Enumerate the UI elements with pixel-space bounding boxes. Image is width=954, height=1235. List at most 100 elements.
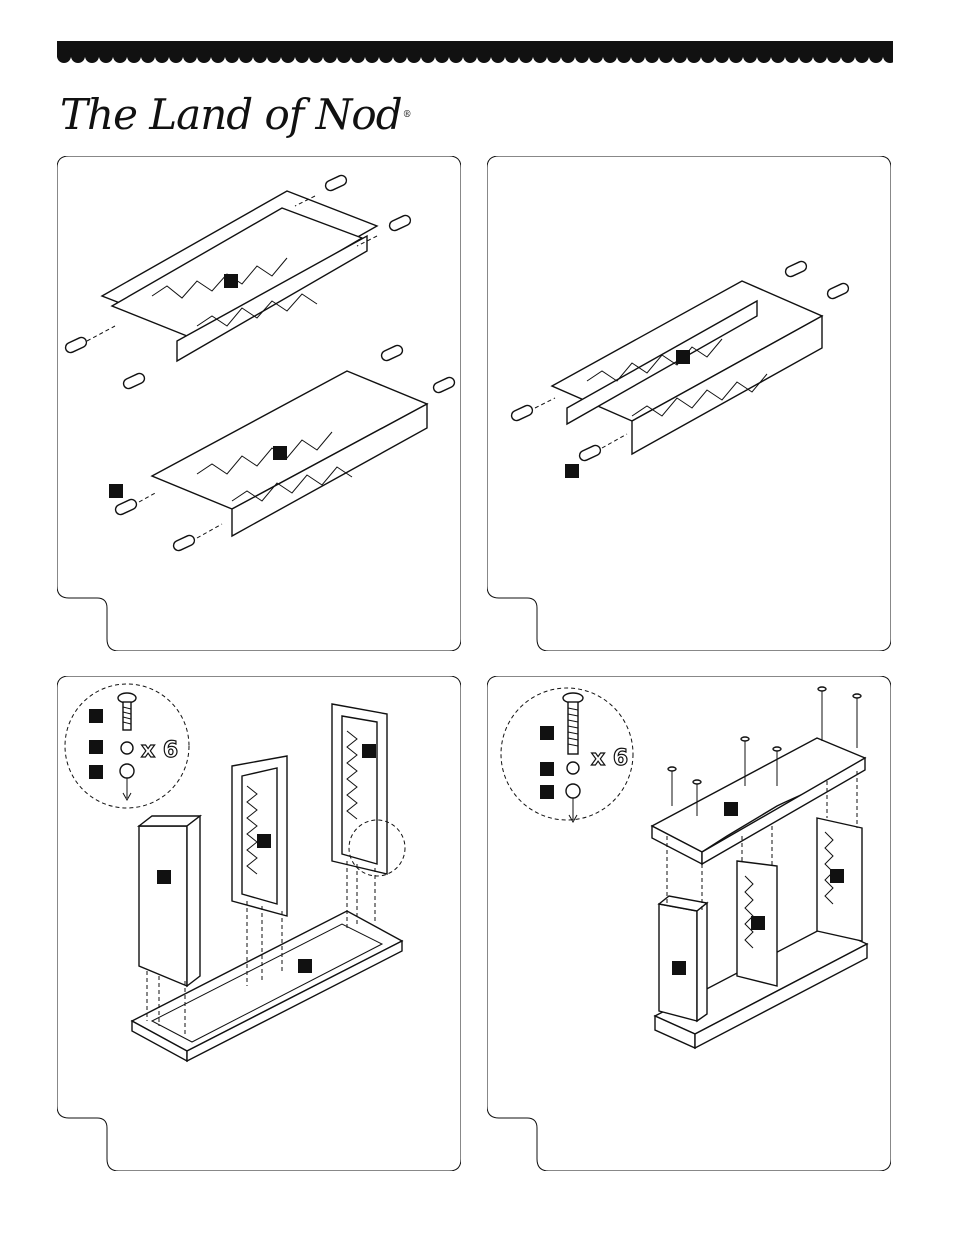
step-3-panel: x 6 bbox=[57, 676, 461, 1171]
scallop bbox=[659, 49, 673, 63]
scallop bbox=[169, 49, 183, 63]
scallop bbox=[253, 49, 267, 63]
scallop bbox=[477, 49, 491, 63]
scallop bbox=[617, 49, 631, 63]
scallop bbox=[547, 49, 561, 63]
scallop bbox=[85, 49, 99, 63]
part-label-marker bbox=[224, 274, 238, 288]
flat-washer-icon bbox=[566, 784, 580, 798]
scallop bbox=[393, 49, 407, 63]
scalloped-header-bar bbox=[57, 41, 893, 65]
divider-rack-right bbox=[332, 704, 387, 874]
rack-frame-upper bbox=[102, 191, 377, 361]
lock-washer-icon bbox=[121, 742, 133, 754]
scallop bbox=[323, 49, 337, 63]
rack-frame-assembled bbox=[552, 281, 822, 454]
screw-icon bbox=[118, 693, 136, 730]
scallop bbox=[421, 49, 435, 63]
scallop bbox=[533, 49, 547, 63]
scallop bbox=[785, 49, 799, 63]
lock-washer-marker bbox=[89, 740, 103, 754]
screw-marker bbox=[540, 726, 554, 740]
scallop bbox=[561, 49, 575, 63]
step-2-panel bbox=[487, 156, 891, 651]
registered-mark: ® bbox=[403, 110, 411, 120]
scallop bbox=[379, 49, 393, 63]
part-label-marker bbox=[830, 869, 844, 883]
part-label-marker bbox=[257, 834, 271, 848]
scallop bbox=[225, 49, 239, 63]
scallop bbox=[715, 49, 729, 63]
lock-washer-icon bbox=[567, 762, 579, 774]
scallop bbox=[729, 49, 743, 63]
step-4-panel: x 6 bbox=[487, 676, 891, 1171]
scallop bbox=[365, 49, 379, 63]
screw-marker bbox=[89, 709, 103, 723]
scallop bbox=[841, 49, 855, 63]
scallop bbox=[463, 49, 477, 63]
scallop bbox=[267, 49, 281, 63]
part-label-marker bbox=[157, 870, 171, 884]
arrow-down-icon bbox=[569, 798, 577, 822]
step-2-illustration bbox=[487, 156, 891, 651]
scallop bbox=[855, 49, 869, 63]
screw-icon bbox=[563, 693, 583, 754]
scallop bbox=[799, 49, 813, 63]
scallop bbox=[113, 49, 127, 63]
scallop bbox=[575, 49, 589, 63]
part-label-marker bbox=[724, 802, 738, 816]
scallop bbox=[99, 49, 113, 63]
part-label-marker bbox=[565, 464, 579, 478]
scallop bbox=[491, 49, 505, 63]
scallop bbox=[71, 49, 85, 63]
scallop bbox=[197, 49, 211, 63]
scallop bbox=[813, 49, 827, 63]
part-label-marker bbox=[109, 484, 123, 498]
side-panel bbox=[659, 896, 707, 1021]
step-4-illustration bbox=[487, 676, 891, 1171]
scallop bbox=[757, 49, 771, 63]
scallop bbox=[127, 49, 141, 63]
scallop bbox=[211, 49, 225, 63]
scallop bbox=[701, 49, 715, 63]
part-label-marker bbox=[298, 959, 312, 973]
brand-logo: The Land of Nod® bbox=[60, 86, 411, 144]
step-1-panel bbox=[57, 156, 461, 651]
scallop bbox=[141, 49, 155, 63]
flat-washer-marker bbox=[540, 785, 554, 799]
scallop bbox=[827, 49, 841, 63]
scallop bbox=[505, 49, 519, 63]
lock-washer-marker bbox=[540, 762, 554, 776]
scallop bbox=[239, 49, 253, 63]
flat-washer-marker bbox=[89, 765, 103, 779]
scallop bbox=[337, 49, 351, 63]
step-1-illustration bbox=[57, 156, 461, 651]
scallop bbox=[57, 49, 71, 63]
scallop bbox=[309, 49, 323, 63]
scallop bbox=[295, 49, 309, 63]
arrow-down-icon bbox=[123, 778, 131, 800]
scallop bbox=[771, 49, 785, 63]
part-label-marker bbox=[362, 744, 376, 758]
flat-washer-icon bbox=[120, 764, 134, 778]
part-label-marker bbox=[676, 350, 690, 364]
part-label-marker bbox=[273, 446, 287, 460]
scallop bbox=[407, 49, 421, 63]
scallop bbox=[645, 49, 659, 63]
side-panel bbox=[139, 816, 200, 986]
scallop bbox=[183, 49, 197, 63]
scallop bbox=[449, 49, 463, 63]
scallop bbox=[869, 49, 883, 63]
part-label-marker bbox=[672, 961, 686, 975]
scallop bbox=[687, 49, 701, 63]
scallop bbox=[351, 49, 365, 63]
scallop bbox=[519, 49, 533, 63]
step-3-illustration bbox=[57, 676, 461, 1171]
scallop bbox=[155, 49, 169, 63]
hardware-quantity: x 6 bbox=[141, 738, 178, 763]
scallop bbox=[631, 49, 645, 63]
scallop bbox=[673, 49, 687, 63]
part-label-marker bbox=[751, 916, 765, 930]
hardware-quantity: x 6 bbox=[591, 746, 628, 771]
scallop bbox=[281, 49, 295, 63]
